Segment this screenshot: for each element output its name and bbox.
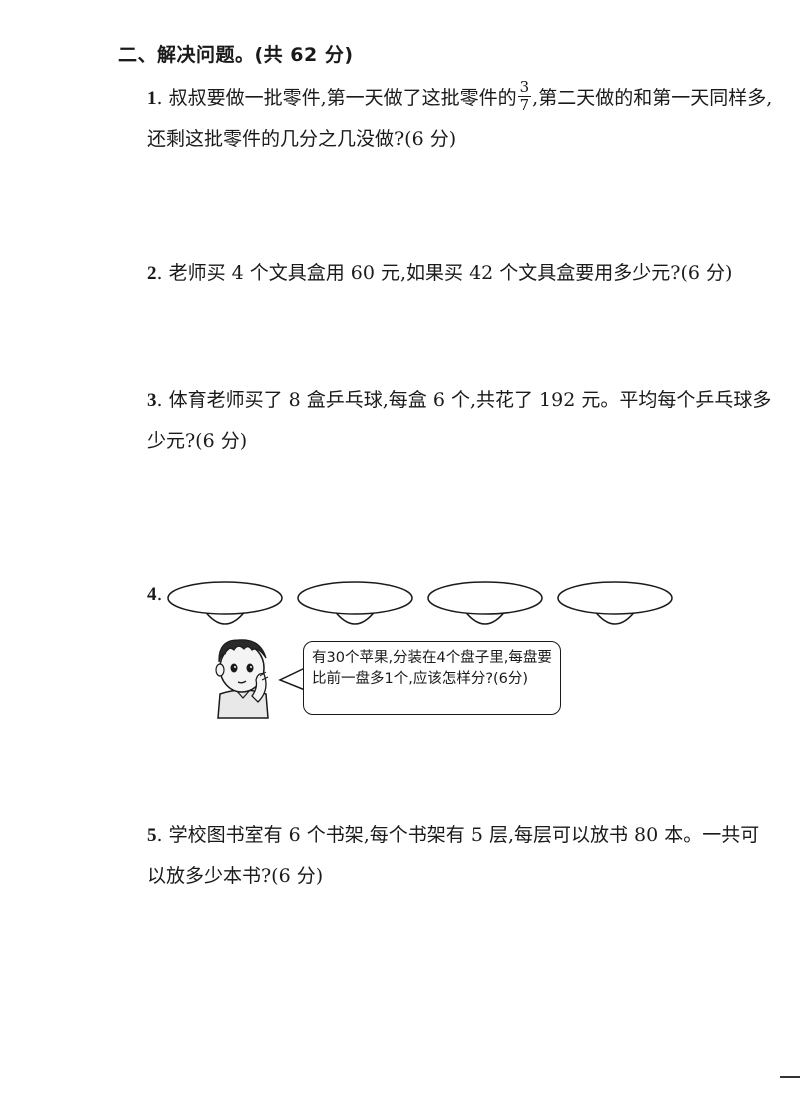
plate-icon xyxy=(167,581,283,625)
question-3: 3. 体育老师买了 8 盒乒乓球,每盒 6 个,共花了 192 元。平均每个乒乓… xyxy=(147,380,777,461)
fraction-denominator: 7 xyxy=(519,95,530,114)
speech-bubble-tail xyxy=(278,667,306,691)
thinking-boy-icon xyxy=(215,639,269,719)
question-text: . 老师买 4 个文具盒用 60 元,如果买 42 个文具盒要用多少元?(6 分… xyxy=(156,262,733,284)
section-title: 二、解决问题。(共 62 分) xyxy=(118,44,354,66)
page-edge-mark xyxy=(780,1076,800,1078)
plate-icon xyxy=(557,581,673,625)
fraction-numerator: 3 xyxy=(517,77,532,97)
question-number: 3 xyxy=(147,390,157,411)
question-number: 4 xyxy=(147,584,157,605)
question-text-after: ,第二天做的和第一天同样多,还剩这批零件的几分之几没做?(6 分) xyxy=(147,87,773,150)
question-text: . 学校图书室有 6 个书架,每个书架有 5 层,每层可以放书 80 本。一共可… xyxy=(147,824,760,887)
question-4: 4. xyxy=(147,574,777,615)
question-2: 2. 老师买 4 个文具盒用 60 元,如果买 42 个文具盒要用多少元?(6 … xyxy=(147,253,777,294)
question-number: 5 xyxy=(147,825,157,846)
speech-bubble: 有30个苹果,分装在4个盘子里,每盘要比前一盘多1个,应该怎样分?(6分) xyxy=(303,641,561,715)
question-5: 5. 学校图书室有 6 个书架,每个书架有 5 层,每层可以放书 80 本。一共… xyxy=(147,815,777,896)
plate-icon xyxy=(427,581,543,625)
plates-illustration xyxy=(160,575,700,635)
question-number: 2 xyxy=(147,263,157,284)
plate-icon xyxy=(297,581,413,625)
question-text-before: . 叔叔要做一批零件,第一天做了这批零件的 xyxy=(156,87,517,109)
question-number: 1 xyxy=(147,88,157,109)
question-text: . 体育老师买了 8 盒乒乓球,每盒 6 个,共花了 192 元。平均每个乒乓球… xyxy=(147,389,772,452)
question-text: . xyxy=(156,583,163,605)
